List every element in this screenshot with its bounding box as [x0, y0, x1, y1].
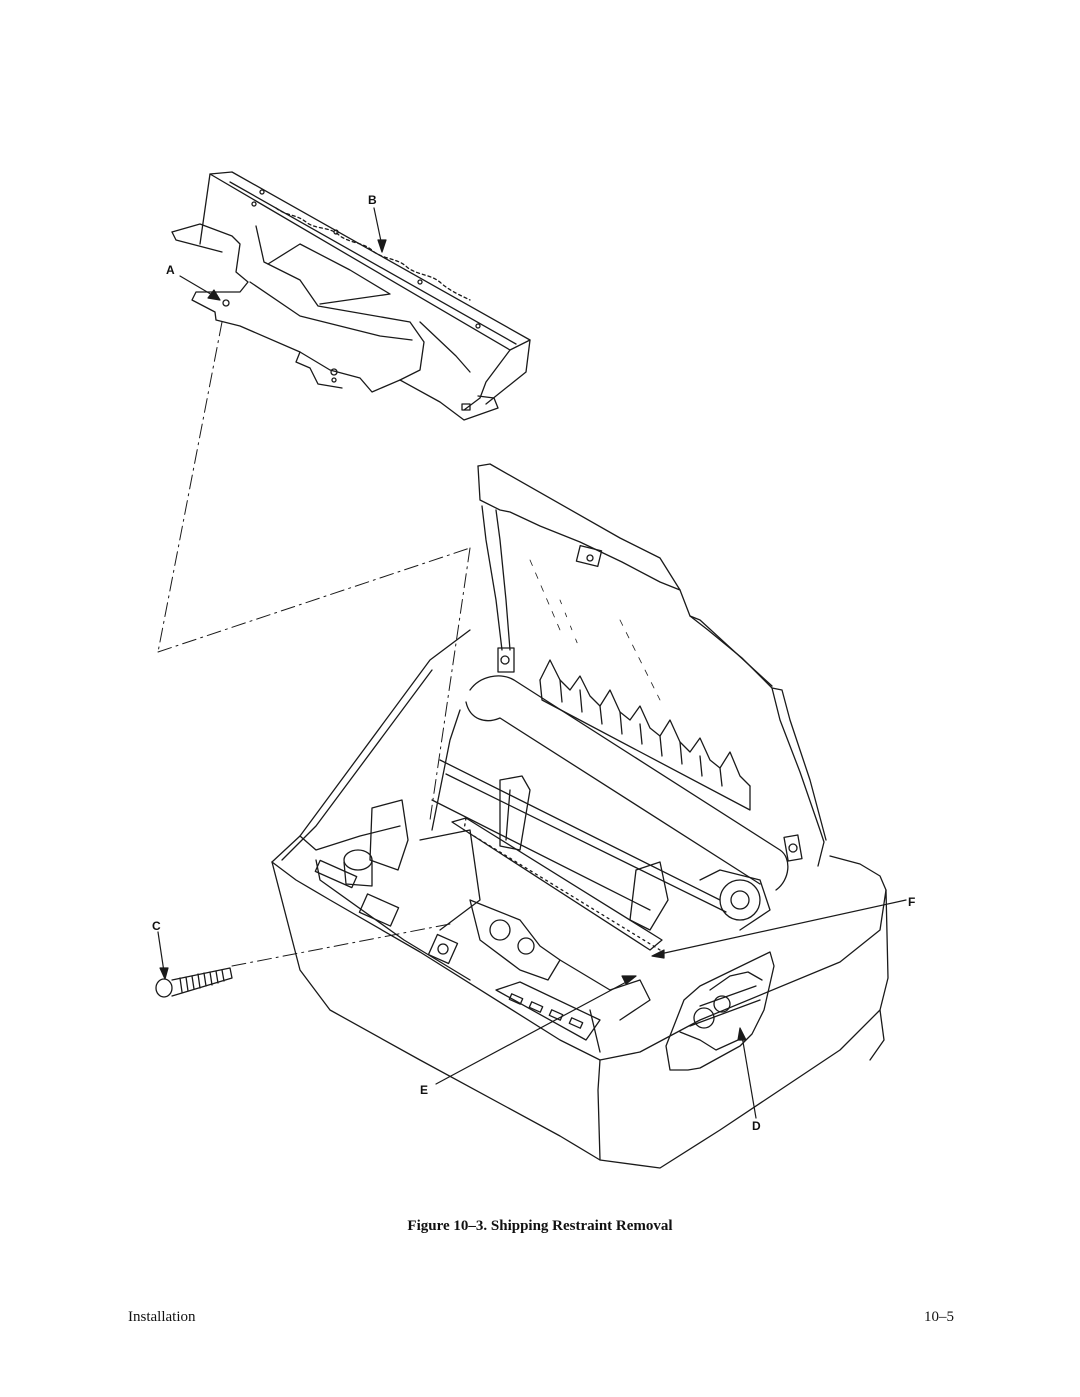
callout-f-label: F — [908, 895, 915, 909]
figure-caption: Figure 10–3. Shipping Restraint Removal — [407, 1218, 673, 1234]
printer-lid — [478, 464, 826, 866]
printer-body — [272, 630, 888, 1168]
shipping-restraint-bracket — [172, 172, 530, 420]
footer-section-name: Installation — [128, 1309, 196, 1325]
print-mechanism — [344, 676, 788, 1020]
callout-a-label: A — [166, 263, 175, 277]
alignment-lines — [158, 322, 470, 966]
callout-b-label: B — [368, 193, 377, 207]
callout-leaders — [158, 208, 906, 1118]
callout-e-label: E — [420, 1083, 428, 1097]
callout-c-label: C — [152, 919, 161, 933]
footer-page-number: 10–5 — [924, 1309, 954, 1325]
callout-d-label: D — [752, 1119, 761, 1133]
shipping-screw — [156, 968, 232, 997]
